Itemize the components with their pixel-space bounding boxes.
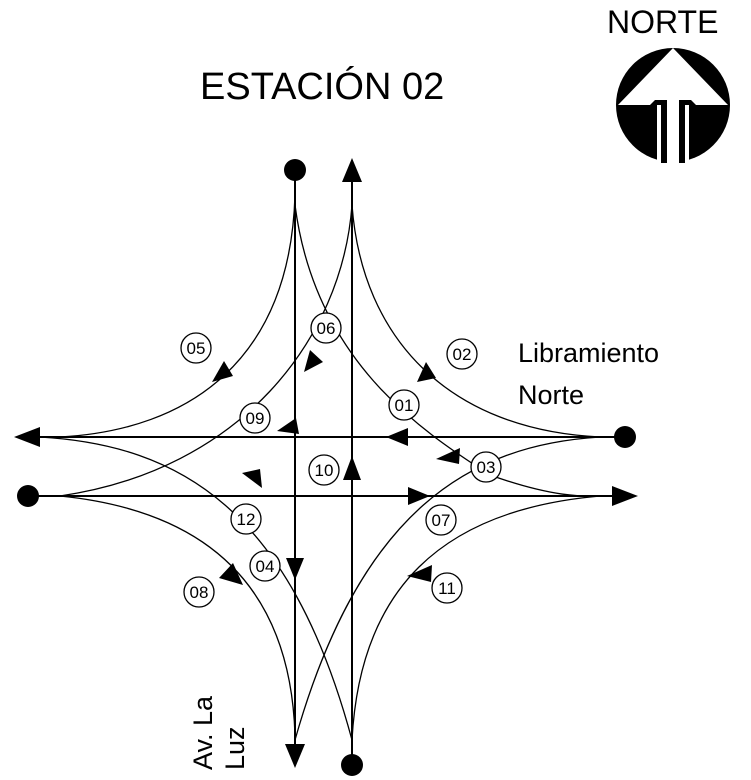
- arrowhead-north-icon: [342, 158, 362, 182]
- street-label-south-1: Av. La: [188, 695, 218, 770]
- movement-arrow-01-icon: [386, 428, 408, 446]
- movement-label-05: 05: [180, 332, 212, 364]
- movement-label-09: 09: [239, 402, 271, 434]
- arrowhead-east-icon: [612, 486, 638, 506]
- movement-arrow-02-icon: [417, 362, 436, 382]
- street-label-east-1: Libramiento: [518, 338, 659, 368]
- curve-06: [294, 204, 606, 497]
- curve-03: [294, 436, 601, 741]
- north-arrow-icon: [616, 48, 730, 165]
- north-label: NORTE: [607, 4, 718, 40]
- svg-text:10: 10: [315, 461, 334, 480]
- movement-label-08: 08: [183, 576, 215, 608]
- origin-dot-west: [17, 485, 39, 507]
- svg-text:08: 08: [190, 583, 209, 602]
- movement-label-12: 12: [230, 503, 262, 535]
- curve-11: [351, 495, 601, 741]
- movement-label-04: 04: [249, 550, 281, 582]
- svg-text:06: 06: [317, 319, 336, 338]
- svg-text:02: 02: [453, 345, 472, 364]
- movement-arrow-08-icon: [219, 563, 243, 585]
- movement-label-11: 11: [431, 572, 463, 604]
- movement-label-01: 01: [388, 389, 420, 421]
- curve-09: [59, 204, 353, 497]
- movement-arrow-07-icon: [408, 487, 430, 505]
- movement-label-03: 03: [470, 451, 502, 483]
- movement-arrowheads: [212, 350, 460, 585]
- movement-arrow-09-icon: [277, 418, 299, 434]
- svg-text:12: 12: [237, 510, 256, 529]
- movement-label-06: 06: [310, 312, 342, 344]
- origin-dot-east: [614, 426, 636, 448]
- svg-text:01: 01: [395, 396, 414, 415]
- svg-text:07: 07: [432, 511, 451, 530]
- movement-label-10: 10: [308, 454, 340, 486]
- origin-dot-north: [284, 159, 306, 181]
- street-label-south-2: Luz: [220, 726, 250, 770]
- svg-text:03: 03: [477, 458, 496, 477]
- origin-dot-south: [341, 754, 363, 776]
- movement-arrow-04-icon: [286, 558, 304, 580]
- arrowhead-west-icon: [14, 427, 40, 447]
- movement-label-07: 07: [425, 504, 457, 536]
- curve-12: [39, 436, 353, 741]
- road-arrowheads: [14, 158, 638, 768]
- movement-arrow-06-icon: [304, 350, 323, 372]
- movement-labels: 01 02 03 04 05 06 07 08: [180, 312, 502, 608]
- movement-label-02: 02: [446, 338, 478, 370]
- svg-text:11: 11: [438, 579, 456, 598]
- curve-08: [59, 495, 296, 736]
- svg-text:09: 09: [246, 409, 265, 428]
- svg-text:04: 04: [256, 557, 275, 576]
- diagram-title: ESTACIÓN 02: [200, 65, 444, 108]
- movement-arrow-03-icon: [436, 448, 460, 464]
- street-label-east-2: Norte: [518, 380, 584, 410]
- origin-dots: [17, 159, 636, 776]
- movement-arrow-12-icon: [242, 469, 262, 488]
- svg-text:05: 05: [187, 339, 206, 358]
- movement-arrow-10-icon: [343, 456, 361, 480]
- movement-arrow-05-icon: [212, 361, 233, 382]
- movement-arrow-11-icon: [407, 565, 432, 582]
- arrowhead-south-icon: [285, 744, 305, 768]
